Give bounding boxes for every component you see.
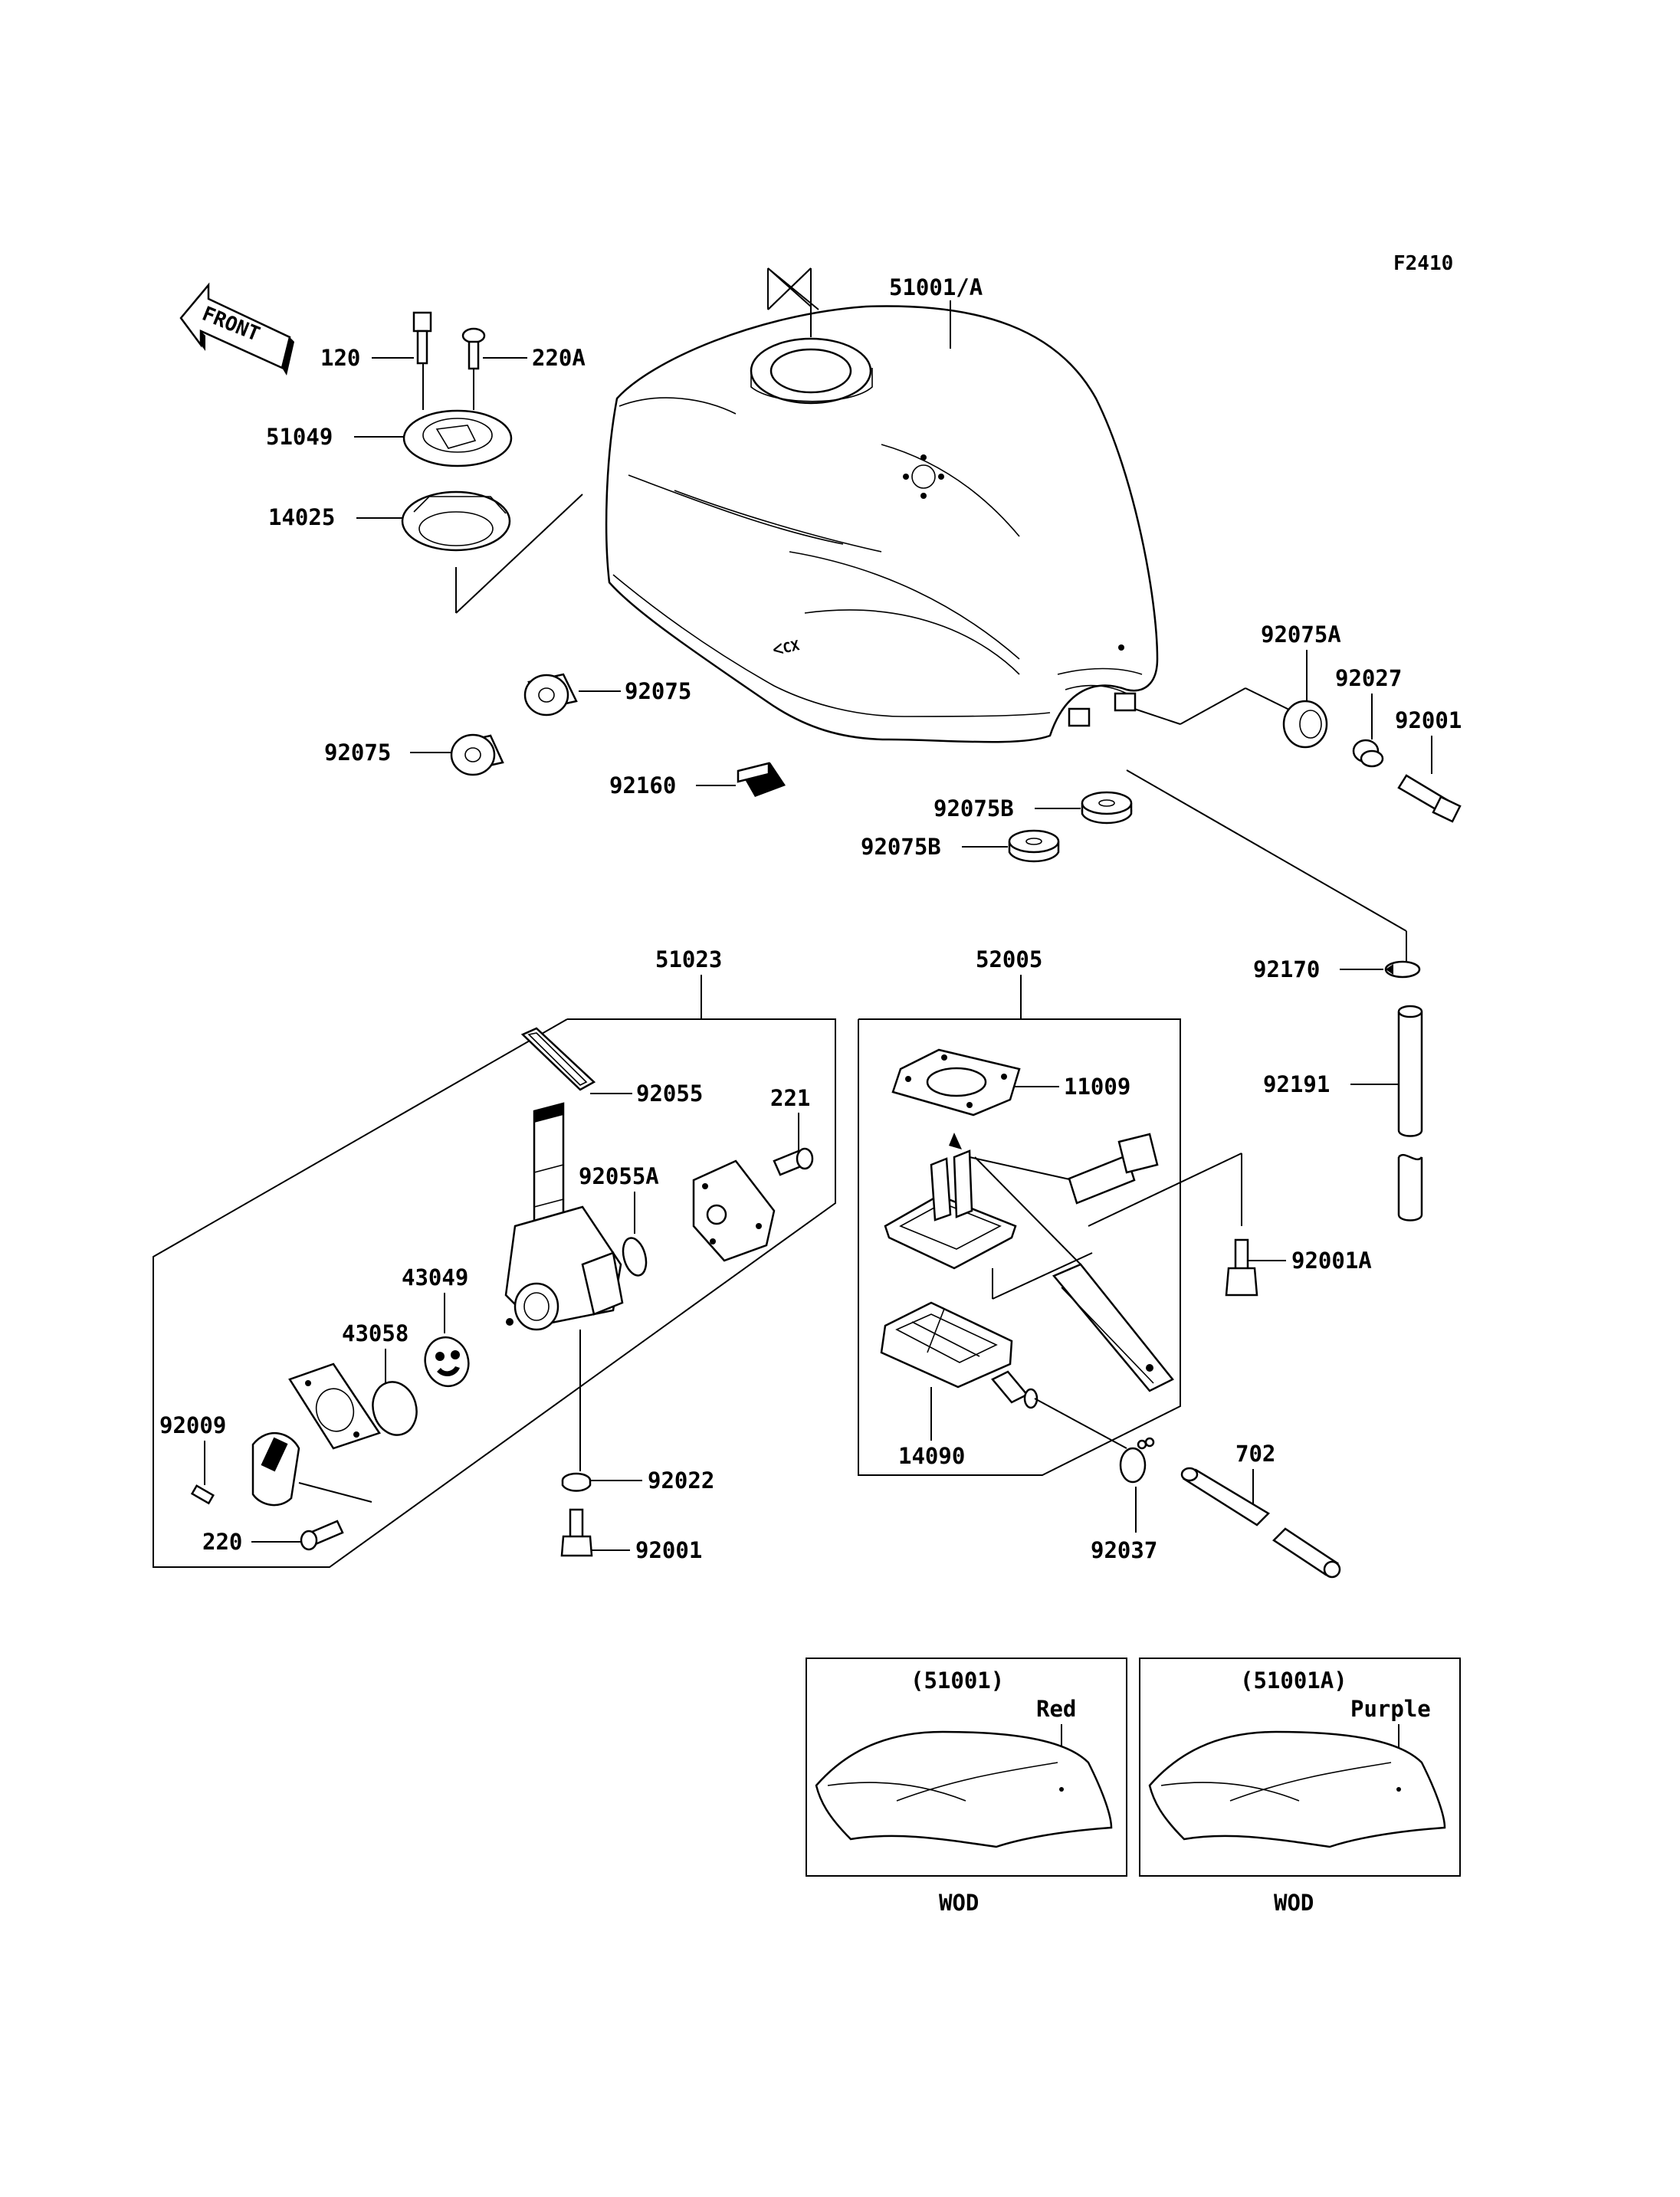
cap-ring-14025-icon xyxy=(401,490,511,552)
label-51049: 51049 xyxy=(266,424,333,450)
label-221: 221 xyxy=(770,1085,810,1111)
variant-panel-51001a: (51001A) Purple WOD xyxy=(1139,1658,1461,1916)
label-43049: 43049 xyxy=(402,1264,468,1290)
label-92022: 92022 xyxy=(648,1467,714,1494)
screw-220a-icon xyxy=(461,327,486,370)
label-92001-bottom: 92001 xyxy=(635,1537,702,1563)
variant-part-51001: (51001) xyxy=(911,1667,1004,1694)
pad-92160-icon xyxy=(737,762,786,797)
label-120: 120 xyxy=(320,345,360,371)
label-92055a: 92055A xyxy=(579,1163,659,1189)
lever-housing-icon xyxy=(288,1362,381,1450)
variant-code-51001: WOD xyxy=(939,1890,979,1916)
screw-220-icon xyxy=(300,1520,344,1551)
label-14090: 14090 xyxy=(898,1443,965,1469)
clamp-92037-icon xyxy=(1119,1437,1155,1484)
gasket-43049-icon xyxy=(424,1336,470,1387)
label-11009: 11009 xyxy=(1064,1074,1130,1100)
variant-part-51001a: (51001A) xyxy=(1240,1667,1347,1694)
label-92075-top: 92075 xyxy=(625,678,691,704)
cap-51049-icon xyxy=(402,409,513,467)
o-ring-92055a-icon xyxy=(622,1237,648,1277)
label-92170: 92170 xyxy=(1253,956,1320,982)
front-arrow-icon: FRONT xyxy=(179,282,294,375)
label-702: 702 xyxy=(1235,1441,1275,1467)
hose-92191-icon xyxy=(1397,1005,1423,1221)
fuel-level-sensor-icon xyxy=(884,1133,1174,1392)
label-92027: 92027 xyxy=(1335,665,1402,691)
fuel-tap-51023-icon xyxy=(504,1102,624,1331)
label-92075-bottom: 92075 xyxy=(324,739,391,766)
label-14025: 14025 xyxy=(268,504,335,530)
label-51023: 51023 xyxy=(655,946,722,972)
bolt-92001a-icon xyxy=(1225,1238,1258,1297)
variant-code-51001a: WOD xyxy=(1274,1890,1314,1916)
label-92001a: 92001A xyxy=(1291,1248,1372,1274)
filter-14090-icon xyxy=(880,1301,1039,1409)
hose-702-icon xyxy=(1180,1467,1341,1579)
diagram-code: F2410 xyxy=(1393,252,1453,275)
label-92075a: 92075A xyxy=(1261,621,1341,648)
damper-92075-top-icon xyxy=(523,673,578,716)
fuel-tank-illustration: ᐸCX xyxy=(605,305,1159,743)
clip-92170-icon xyxy=(1384,960,1421,979)
gasket-11009-icon xyxy=(891,1048,1021,1117)
cover-plate-icon xyxy=(692,1159,776,1262)
damper-92075b-1-icon xyxy=(1081,791,1133,825)
label-51001a: 51001/A xyxy=(889,274,983,300)
bolt-120-icon xyxy=(412,311,432,365)
label-92075b-1: 92075B xyxy=(934,795,1014,821)
label-52005: 52005 xyxy=(976,946,1042,972)
label-43058: 43058 xyxy=(342,1320,409,1346)
collar-92027-icon xyxy=(1352,739,1384,768)
gasket-92055-icon xyxy=(520,1027,596,1091)
o-ring-43058-icon xyxy=(372,1381,418,1436)
lever-knob-icon xyxy=(251,1431,300,1507)
label-92055: 92055 xyxy=(636,1080,703,1107)
damper-92075b-2-icon xyxy=(1008,829,1060,863)
screw-221-icon xyxy=(773,1147,814,1176)
variant-color-red: Red xyxy=(1036,1696,1076,1722)
washer-92022-icon xyxy=(561,1472,592,1492)
bolt-92001-top-icon xyxy=(1397,774,1462,823)
damper-92075-bottom-icon xyxy=(450,733,504,776)
label-92037: 92037 xyxy=(1091,1537,1157,1563)
label-92009: 92009 xyxy=(159,1412,226,1438)
label-220: 220 xyxy=(202,1529,242,1555)
label-92075b-2: 92075B xyxy=(861,834,941,860)
bolt-92001-bottom-icon xyxy=(560,1508,593,1557)
label-92191: 92191 xyxy=(1263,1071,1330,1097)
variant-panel-51001: (51001) Red WOD xyxy=(806,1658,1127,1916)
label-220a: 220A xyxy=(532,345,586,371)
screw-92009-icon xyxy=(190,1484,215,1505)
label-92001-top: 92001 xyxy=(1395,707,1462,733)
label-92160: 92160 xyxy=(609,772,676,798)
grommet-92075a-icon xyxy=(1282,700,1328,749)
variant-color-purple: Purple xyxy=(1350,1696,1431,1722)
